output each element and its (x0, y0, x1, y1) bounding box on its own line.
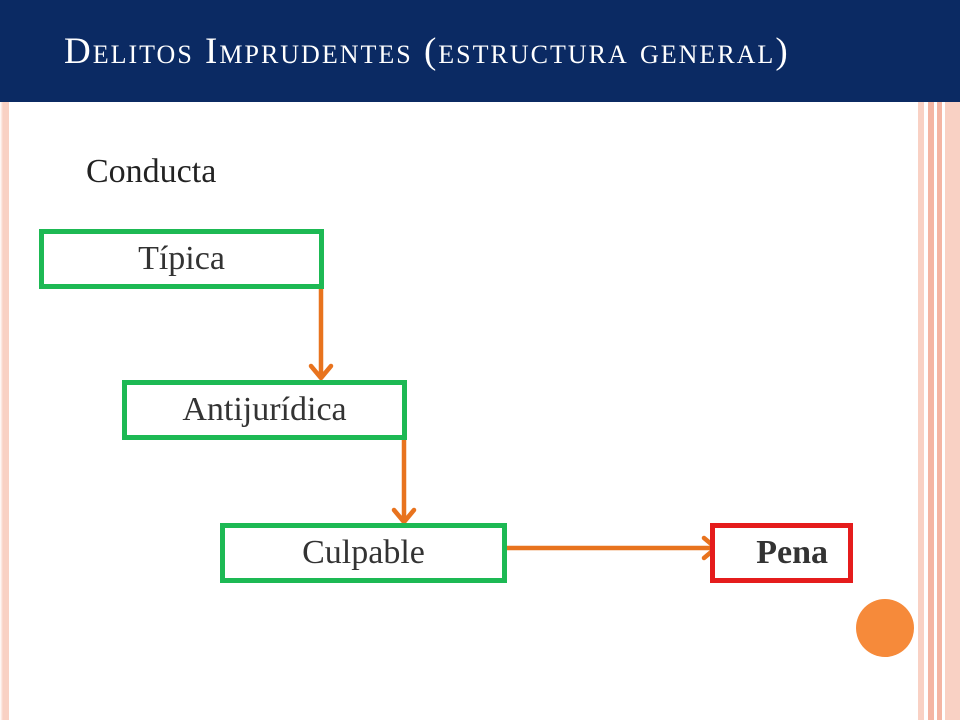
arrow-antijuridica-to-culpable (391, 427, 417, 525)
orange-circle-decor (856, 599, 914, 657)
node-antijuridica: Antijurídica (122, 380, 407, 440)
conducta-heading: Conducta (86, 153, 217, 190)
node-tipica: Típica (39, 229, 324, 289)
slide-title: Delitos Imprudentes (estructura general) (64, 30, 790, 72)
node-culpable: Culpable (220, 523, 507, 583)
left-decor-stripe (0, 102, 9, 720)
node-label-culpable: Culpable (302, 534, 425, 571)
title-bar: Delitos Imprudentes (estructura general) (0, 0, 960, 102)
right-decor-stripe (918, 102, 960, 720)
node-label-antijuridica: Antijurídica (182, 391, 347, 428)
node-label-tipica: Típica (138, 240, 225, 277)
node-pena: Pena (710, 523, 853, 583)
arrow-culpable-to-pena (504, 535, 719, 561)
arrow-tipica-to-antijuridica (308, 283, 334, 381)
node-label-pena: Pena (756, 534, 828, 571)
